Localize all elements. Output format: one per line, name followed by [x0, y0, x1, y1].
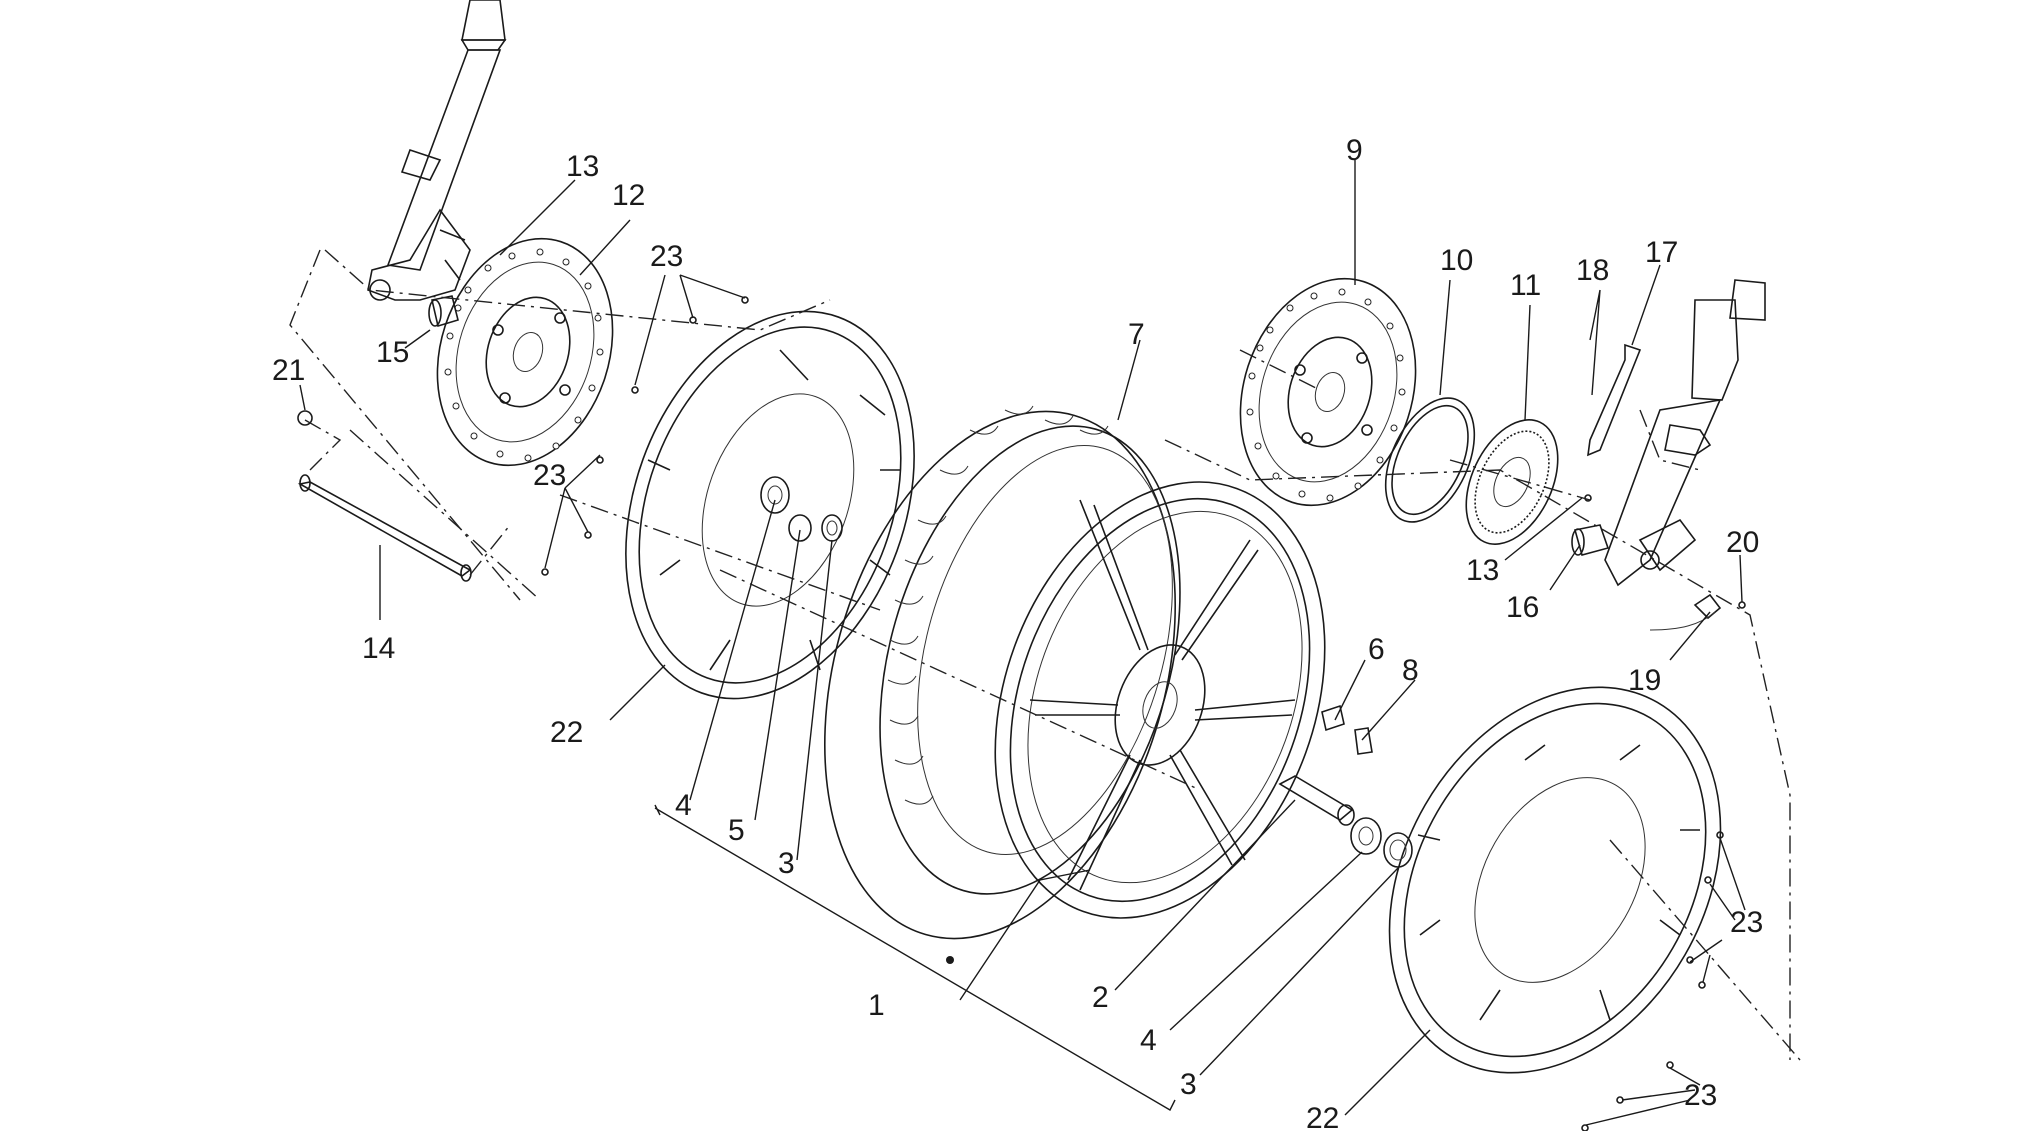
- callout-23-bottom: 23: [1684, 1079, 1717, 1112]
- callout-12: 12: [612, 179, 645, 212]
- abs-sensor-bracket-17: [1587, 343, 1642, 457]
- bearings-right: [1350, 817, 1413, 868]
- callout-16: 16: [1506, 591, 1539, 624]
- balance-weight-8: [1354, 727, 1373, 755]
- callout-15: 15: [376, 336, 409, 369]
- callout-13-right: 13: [1466, 554, 1499, 587]
- right-fork-leg: [1604, 279, 1766, 587]
- seal-ring: [1384, 397, 1476, 523]
- callout-8: 8: [1402, 654, 1419, 687]
- callout-23-right: 23: [1730, 906, 1763, 939]
- callout-22-left: 22: [550, 716, 583, 749]
- leader-lines: [299, 160, 1746, 1126]
- callout-1: 1: [868, 989, 885, 1022]
- callout-23-top: 23: [650, 240, 683, 273]
- callout-11: 11: [1510, 269, 1541, 302]
- nut-21: [297, 410, 313, 426]
- left-fork-leg: [367, 0, 507, 301]
- callout-10: 10: [1440, 244, 1473, 277]
- callout-4-right: 4: [1140, 1024, 1157, 1057]
- callout-3-right: 3: [1180, 1068, 1197, 1101]
- callout-18: 18: [1576, 254, 1609, 287]
- callout-20: 20: [1726, 526, 1759, 559]
- right-brake-disc: [1239, 277, 1417, 507]
- callout-17: 17: [1645, 236, 1678, 269]
- spacer-2: [1278, 775, 1355, 826]
- callout-4-left: 4: [675, 789, 692, 822]
- assembly-1-bracket: [654, 804, 1176, 1111]
- callout-labels: 1 2 3 3 4 4 5 6 7 8 9 10 11 12 13 13 14 …: [272, 134, 1763, 1131]
- left-brake-disc: [436, 237, 614, 467]
- callout-22-right: 22: [1306, 1102, 1339, 1131]
- wheel-rim: [994, 481, 1326, 919]
- valve-6: [1321, 704, 1345, 732]
- callout-21: 21: [272, 354, 305, 387]
- callout-19: 19: [1628, 664, 1661, 697]
- assembly-dash-lines: [289, 249, 1801, 1061]
- abs-sensor-19: [1649, 593, 1722, 631]
- callout-14: 14: [362, 632, 395, 665]
- rim-reference-dot: [946, 956, 954, 964]
- callout-2: 2: [1092, 981, 1109, 1014]
- wheel-axle: [297, 474, 472, 582]
- abs-tone-wheel: [1465, 419, 1559, 545]
- callout-5: 5: [728, 814, 745, 847]
- callout-7: 7: [1128, 318, 1145, 351]
- callout-13-left: 13: [566, 150, 599, 183]
- callout-3-left: 3: [778, 847, 795, 880]
- right-wheel-cover: [1388, 686, 1722, 1074]
- tire: [823, 405, 1181, 940]
- left-wheel-cover: [625, 310, 915, 700]
- spacer-15: [428, 295, 459, 328]
- callout-9: 9: [1346, 134, 1363, 167]
- callout-23-left: 23: [533, 459, 566, 492]
- bearings-left: [788, 514, 843, 542]
- callout-6: 6: [1368, 633, 1385, 666]
